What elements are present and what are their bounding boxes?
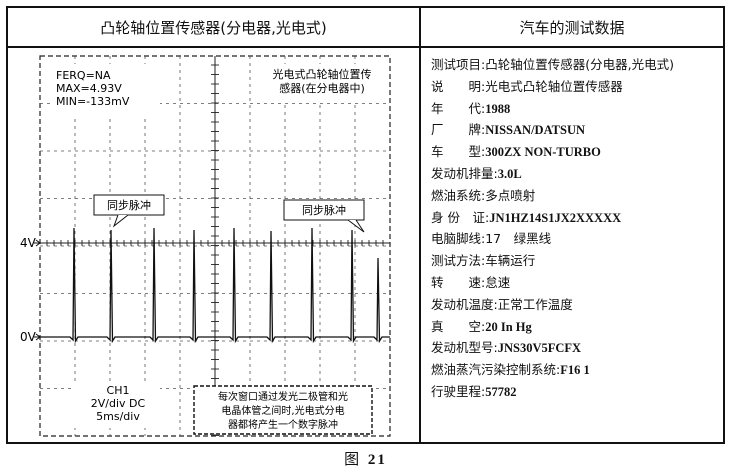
- oscilloscope-screen: 4V 0V FERQ=NA MAX=4.93V MIN=-133mV 光电式凸轮…: [20, 55, 391, 437]
- ylabel-4v: 4V: [20, 236, 37, 250]
- info-row: 身 份 证:JN1HZ14S1JX2XXXXX: [431, 207, 721, 229]
- stat-max: MAX=4.93V: [56, 82, 122, 95]
- stat-min: MIN=-133mV: [56, 95, 130, 108]
- scope-panel-title: 凸轮轴位置传感器(分电器,光电式): [8, 8, 421, 48]
- info-value: 凸轮轴位置传感器(分电器,光电式): [485, 57, 674, 72]
- info-row: 燃油系统:多点喷射: [431, 185, 721, 207]
- info-label: 行驶里程:: [431, 383, 486, 399]
- info-value: JNS30V5FCFX: [497, 341, 582, 356]
- info-label: 说 明:: [431, 78, 486, 94]
- info-label: 发动机排量:: [431, 165, 498, 181]
- note-top-right-line1: 光电式凸轮轴位置传: [273, 67, 372, 81]
- stat-freq: FERQ=NA: [56, 69, 111, 82]
- info-label: 发动机型号:: [431, 340, 498, 356]
- info-row: 发动机温度:正常工作温度: [431, 294, 721, 316]
- test-data-title: 汽车的测试数据: [421, 8, 723, 48]
- note-bottom-box: [193, 385, 373, 435]
- note-bottom-line1: 每次窗口通过发光二极管和光: [218, 390, 348, 403]
- figure-caption: 图 21: [0, 448, 731, 469]
- info-value: 57782: [485, 384, 517, 399]
- callout-left-pointer: [112, 214, 129, 228]
- channel-volts-div: 2V/div DC: [91, 397, 146, 410]
- info-label: 测试方法:: [431, 253, 486, 269]
- marker-4v-arrow: [34, 239, 41, 247]
- note-bottom-line2: 电晶体管之间时,光电式分电: [221, 404, 344, 417]
- channel-info-bg: [74, 382, 160, 428]
- info-label: 车 型:: [431, 144, 486, 160]
- center-crosshair: [40, 56, 390, 436]
- callout-right-label: 同步脉冲: [302, 203, 346, 217]
- info-row: 电脑脚线:17 绿黑线: [431, 228, 721, 250]
- info-value: 1988: [485, 101, 511, 116]
- info-label: 身 份 证:: [431, 209, 490, 225]
- callout-right-box: [283, 199, 365, 221]
- stats-box: [50, 64, 160, 116]
- marker-0v-arrow: [34, 333, 41, 341]
- info-value: 正常工作温度: [497, 296, 573, 312]
- info-row: 真 空:20 In Hg: [431, 316, 721, 338]
- callout-right-pointer: [347, 219, 365, 233]
- info-row: 发动机型号:JNS30V5FCFX: [431, 337, 721, 359]
- caption-prefix: 图: [344, 450, 362, 468]
- info-value: F16 1: [560, 363, 590, 378]
- note-bottom-line3: 器都将产生一个数字脉冲: [228, 418, 338, 431]
- caption-number: 21: [367, 452, 387, 468]
- info-value: JN1HZ14S1JX2XXXXX: [489, 210, 622, 225]
- info-label: 年 代:: [431, 100, 486, 116]
- info-row: 车 型:300ZX NON-TURBO: [431, 141, 721, 163]
- info-label: 测试项目:: [431, 57, 486, 72]
- info-value: 300ZX NON-TURBO: [485, 145, 601, 160]
- scope-panel: 4V 0V FERQ=NA MAX=4.93V MIN=-133mV 光电式凸轮…: [8, 48, 421, 442]
- note-top-right-line2: 感器(在分电器中): [279, 82, 365, 95]
- info-row: 年 代:1988: [431, 98, 721, 120]
- info-row: 行驶里程:57782: [431, 381, 721, 403]
- figure-frame: 凸轮轴位置传感器(分电器,光电式) 汽车的测试数据 4V 0V FERQ=NA …: [6, 6, 725, 444]
- info-row: 测试方法:车辆运行: [431, 250, 721, 272]
- info-label: 电脑脚线:: [431, 231, 486, 247]
- info-row: 转 速:怠速: [431, 272, 721, 294]
- test-data-list: 测试项目:凸轮轴位置传感器(分电器,光电式) 说 明:光电式凸轮轴位置传感器 年…: [431, 54, 721, 403]
- callout-left-box: [93, 194, 165, 216]
- info-row: 测试项目:凸轮轴位置传感器(分电器,光电式): [431, 54, 721, 76]
- info-value: 17 绿黑线: [485, 231, 552, 247]
- channel-name: CH1: [107, 384, 130, 397]
- callout-left-label: 同步脉冲: [107, 198, 151, 212]
- info-value: 20 In Hg: [485, 319, 532, 334]
- info-label: 转 速:: [431, 274, 486, 290]
- info-value: NISSAN/DATSUN: [485, 123, 586, 138]
- info-value: 光电式凸轮轴位置传感器: [485, 78, 623, 94]
- ylabel-0v: 0V: [20, 330, 37, 344]
- note-top-right-bg: [262, 64, 382, 102]
- info-row: 厂 牌:NISSAN/DATSUN: [431, 119, 721, 141]
- info-value: 怠速: [485, 274, 511, 290]
- channel-time-div: 5ms/div: [96, 410, 140, 423]
- waveform-trace: [40, 227, 390, 344]
- info-row: 发动机排量:3.0L: [431, 163, 721, 185]
- info-value: 车辆运行: [485, 253, 536, 269]
- info-row: 说 明:光电式凸轮轴位置传感器: [431, 76, 721, 98]
- info-label: 厂 牌:: [431, 122, 486, 138]
- info-label: 发动机温度:: [431, 296, 498, 312]
- info-label: 燃油系统:: [431, 187, 486, 203]
- info-row: 燃油蒸汽污染控制系统:F16 1: [431, 359, 721, 381]
- info-value: 3.0L: [497, 166, 522, 181]
- info-label: 燃油蒸汽污染控制系统:: [431, 362, 561, 378]
- info-label: 真 空:: [431, 318, 486, 334]
- info-value: 多点喷射: [485, 187, 536, 203]
